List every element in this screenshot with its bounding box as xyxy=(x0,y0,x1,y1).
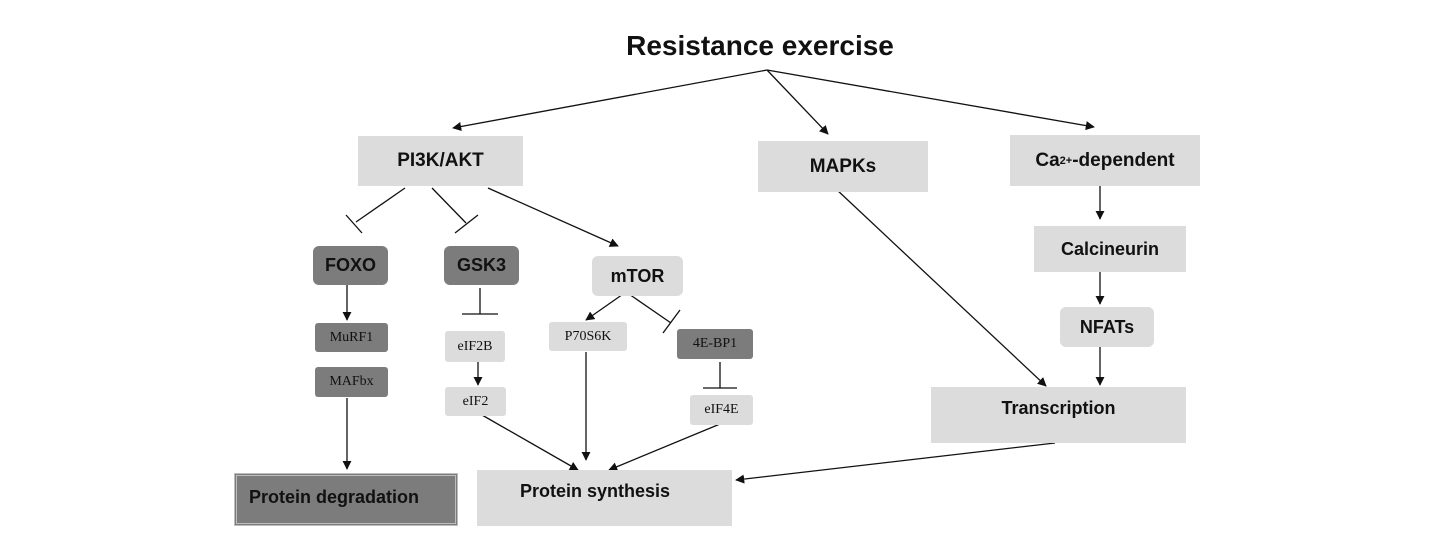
arrow-exercise-to-pi3k xyxy=(452,69,768,131)
4ebp1-node: 4E-BP1 xyxy=(677,329,753,359)
eif2b-node: eIF2B xyxy=(445,331,505,362)
inhibit-mtor-4ebp1-bar xyxy=(662,309,681,334)
ca-suffix: -dependent xyxy=(1072,149,1175,171)
inhibit-pi3k-gsk3-bar xyxy=(454,214,479,234)
arrow-pi3k-to-mtor xyxy=(487,187,619,247)
inhibit-pi3k-gsk3 xyxy=(431,187,467,224)
arrow-exercise-to-ca xyxy=(766,69,1095,131)
foxo-node: FOXO xyxy=(313,246,388,285)
protein-degradation-node: Protein degradation xyxy=(234,473,458,526)
protein-synthesis-node: Protein synthesis xyxy=(477,470,732,526)
ca-superscript: 2+ xyxy=(1059,154,1073,167)
arrow-eif2-to-protein-synthesis xyxy=(481,414,579,471)
diagram-title: Resistance exercise xyxy=(626,30,894,61)
mtor-node: mTOR xyxy=(592,256,683,296)
inhibit-pi3k-foxo xyxy=(355,187,406,223)
arrow-eif4e-to-protein-synthesis xyxy=(608,423,721,472)
eif4e-node: eIF4E xyxy=(690,395,753,425)
pi3k-akt-node: PI3K/AKT xyxy=(358,136,523,186)
p70s6k-node: P70S6K xyxy=(549,322,627,351)
arrow-transcription-to-protein-synthesis xyxy=(735,442,1056,484)
inhibit-mtor-4ebp1 xyxy=(625,291,672,324)
gsk3-node: GSK3 xyxy=(444,246,519,285)
murf1-node: MuRF1 xyxy=(315,323,388,352)
calcineurin-node: Calcineurin xyxy=(1034,226,1186,272)
arrow-mapks-to-transcription xyxy=(835,188,1047,387)
arrow-exercise-to-mapks xyxy=(766,69,829,135)
mapks-node: MAPKs xyxy=(758,141,928,192)
inhibit-pi3k-foxo-bar xyxy=(345,214,363,234)
transcription-node: Transcription xyxy=(931,387,1186,443)
arrow-mtor-to-p70s6k xyxy=(585,291,627,321)
eif2-node: eIF2 xyxy=(445,387,506,416)
ca-prefix: Ca xyxy=(1035,149,1060,171)
mafbx-node: MAFbx xyxy=(315,367,388,397)
nfats-node: NFATs xyxy=(1060,307,1154,347)
